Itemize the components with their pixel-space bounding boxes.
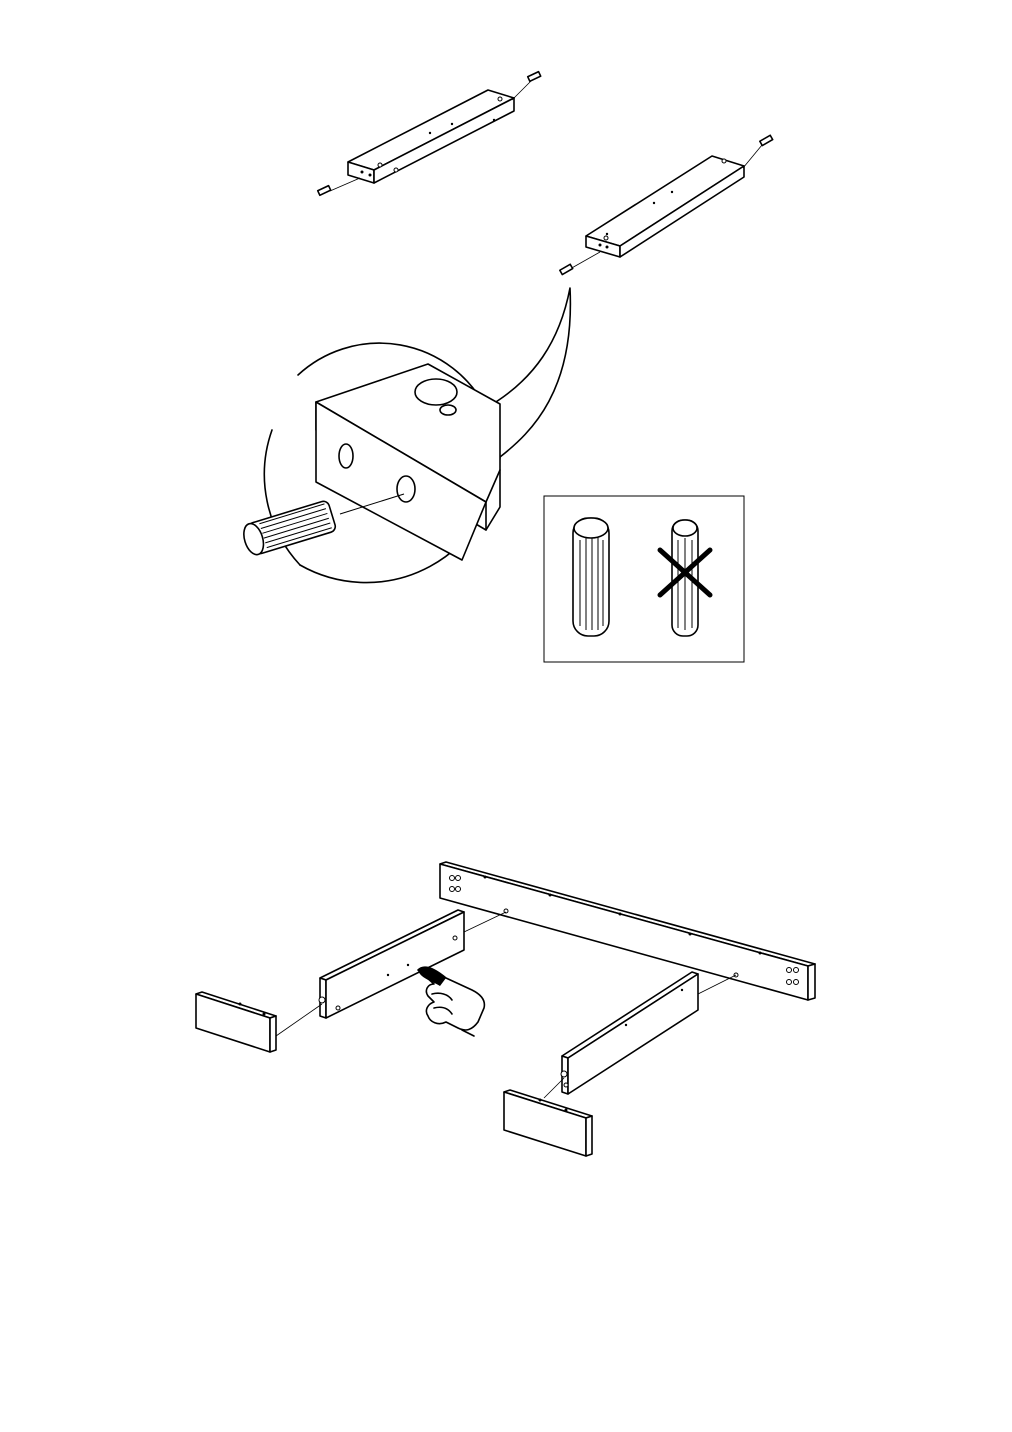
wrong-dowel [671, 519, 699, 637]
cross-mark-icon [657, 547, 713, 598]
rail-left-illustration [316, 70, 542, 197]
detail-callout [243, 287, 572, 584]
pointing-hand-icon [417, 966, 486, 1037]
rail-right-illustration [559, 134, 774, 276]
dowel-comparison-box [543, 495, 745, 663]
correct-dowel [572, 517, 610, 637]
frame-assembly-illustration [195, 861, 816, 1157]
